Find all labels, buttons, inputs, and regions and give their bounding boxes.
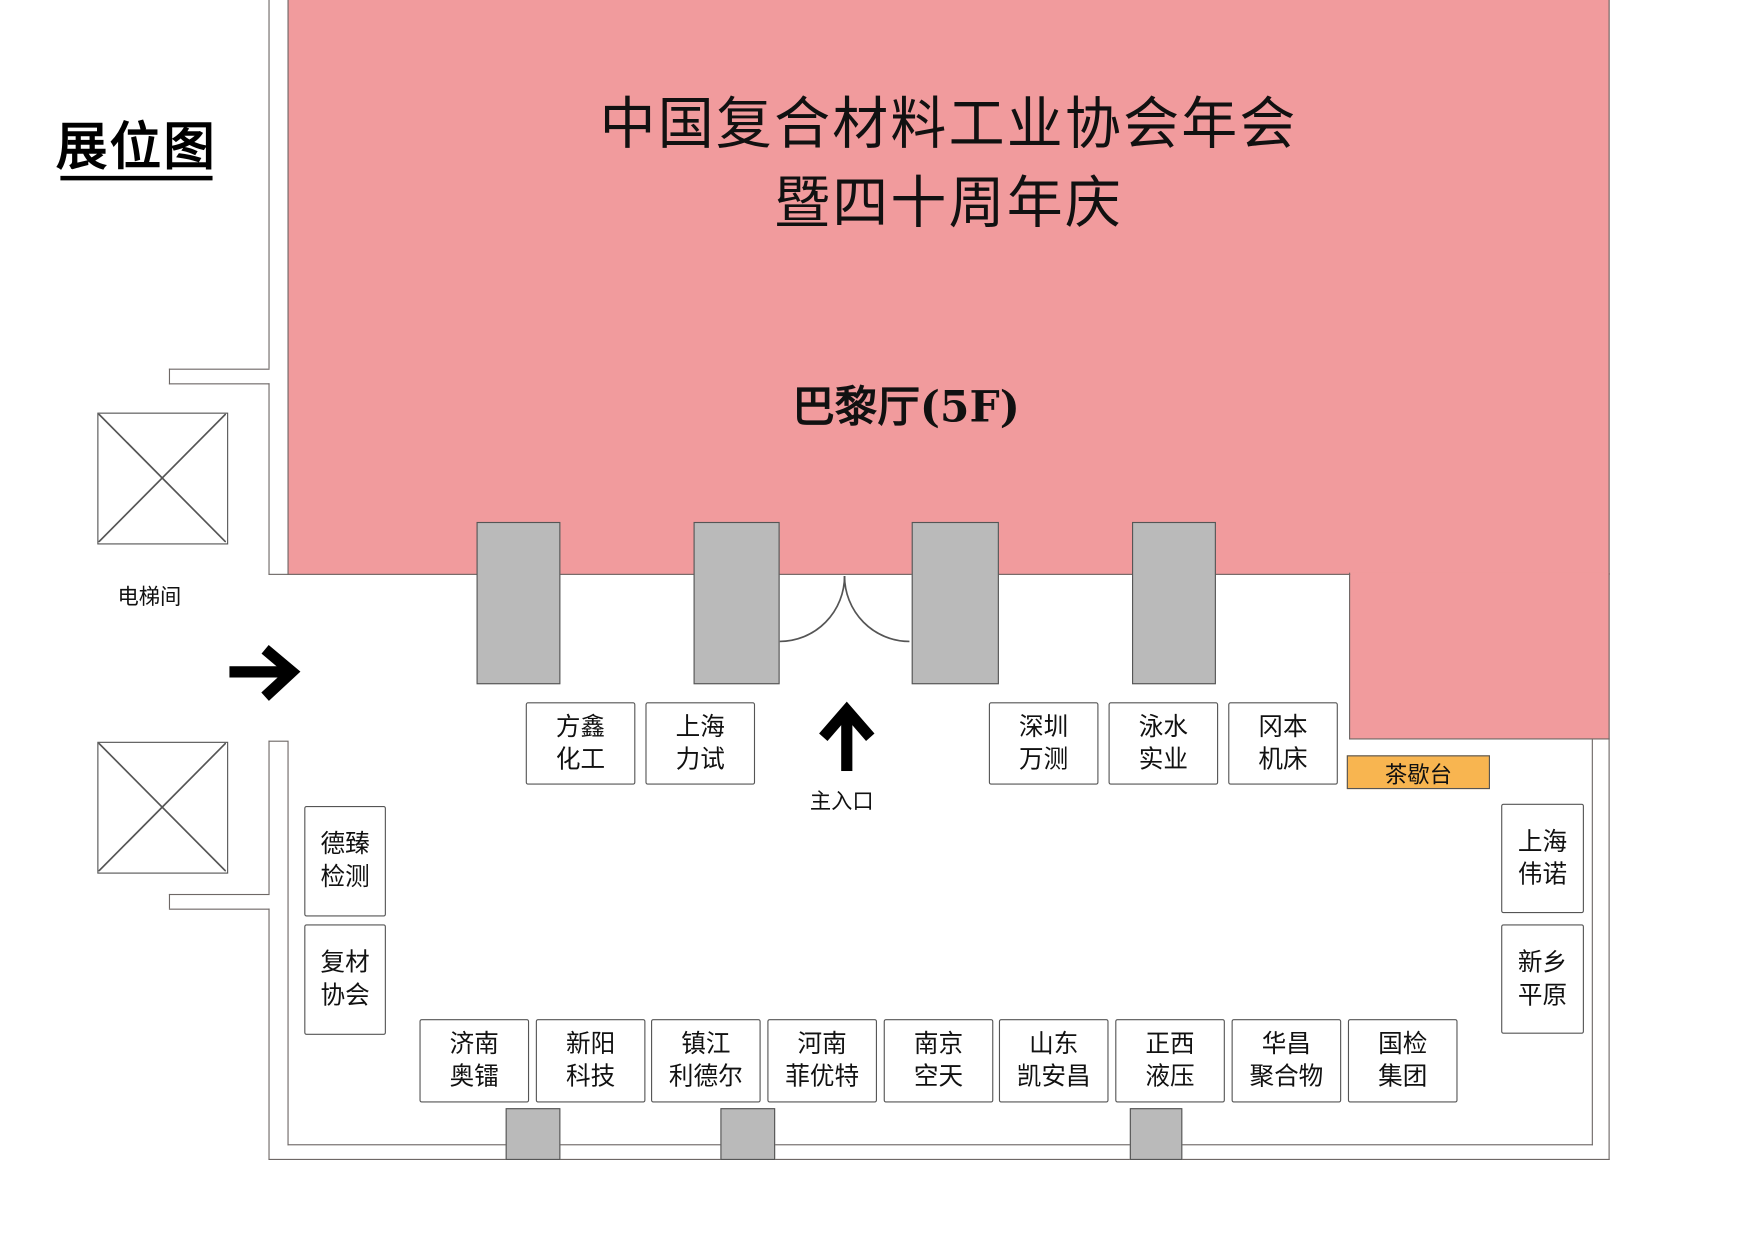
inner-bottom-wall bbox=[287, 1144, 1593, 1146]
booth-yongshui[interactable]: 泳水实业 bbox=[1108, 702, 1219, 785]
booth-xinyang-keji[interactable]: 新阳科技 bbox=[535, 1019, 646, 1103]
pillar bbox=[1132, 521, 1216, 685]
booth-dezhen[interactable]: 德臻检测 bbox=[304, 806, 386, 917]
pillar bbox=[720, 1108, 776, 1160]
booth-shanghai-lishi[interactable]: 上海力试 bbox=[645, 702, 756, 785]
arrow-right-icon bbox=[229, 644, 303, 701]
elevator-label: 电梯间 bbox=[117, 585, 182, 610]
elevator-1-icon bbox=[97, 412, 229, 545]
booth-henan-feiyoute[interactable]: 河南菲优特 bbox=[767, 1019, 877, 1103]
left-notch-top bbox=[168, 368, 270, 370]
legend-underline bbox=[60, 175, 213, 181]
left-notch-bottom bbox=[168, 383, 270, 385]
inner-left-wall bbox=[287, 740, 289, 1146]
booth-jinan-aolei[interactable]: 济南奥镭 bbox=[419, 1019, 530, 1103]
hall-main bbox=[287, 0, 1610, 575]
hall-bottom-wall bbox=[268, 573, 1351, 575]
left-notch2-side bbox=[168, 893, 171, 909]
booth-huachang[interactable]: 华昌聚合物 bbox=[1231, 1019, 1342, 1103]
pillar bbox=[693, 521, 780, 685]
tea-break-station[interactable]: 茶歇台 bbox=[1346, 755, 1490, 790]
pillar bbox=[476, 521, 561, 685]
event-title-line2: 暨四十周年庆 bbox=[774, 170, 1124, 236]
outer-right-wall bbox=[1608, 739, 1610, 1160]
booth-gangben[interactable]: 冈本机床 bbox=[1228, 702, 1338, 785]
booth-fucai-xiehui[interactable]: 复材协会 bbox=[304, 924, 386, 1035]
pillar bbox=[1129, 1108, 1183, 1160]
hall-extension bbox=[1349, 572, 1610, 740]
inner-right-wall bbox=[1591, 739, 1593, 1146]
booth-shandong-kaianchang[interactable]: 山东凯安昌 bbox=[998, 1019, 1109, 1103]
left-notch2-a bbox=[168, 893, 270, 896]
outer-left-wall-bottom bbox=[268, 908, 270, 1160]
left-notch2-top bbox=[268, 740, 288, 742]
booth-shanghai-weinuo[interactable]: 上海伟诺 bbox=[1501, 803, 1584, 914]
pillar bbox=[505, 1108, 561, 1160]
left-notch2-b bbox=[168, 908, 270, 910]
booth-shenzhen-wance[interactable]: 深圳万测 bbox=[988, 702, 1099, 785]
legend-title: 展位图 bbox=[55, 116, 218, 177]
left-notch-side bbox=[168, 368, 171, 385]
elevator-2-icon bbox=[97, 741, 229, 874]
booth-zhenjiang-lideer[interactable]: 镇江利德尔 bbox=[651, 1019, 761, 1103]
entrance-door-icon bbox=[779, 574, 912, 644]
left-wall-mid bbox=[268, 383, 270, 575]
booth-guojian[interactable]: 国检集团 bbox=[1347, 1019, 1458, 1103]
pillar bbox=[911, 521, 999, 685]
booth-zhengxi-yeya[interactable]: 正西液压 bbox=[1115, 1019, 1225, 1103]
booth-nanjing-kongtian[interactable]: 南京空天 bbox=[883, 1019, 994, 1103]
left-wall-upper bbox=[268, 0, 270, 369]
left-wall-lower bbox=[268, 740, 270, 894]
outer-bottom-wall bbox=[268, 1158, 1610, 1160]
main-entrance-label: 主入口 bbox=[809, 789, 874, 814]
booth-xinxiang-pingyuan[interactable]: 新乡平原 bbox=[1501, 924, 1584, 1034]
room-name: 巴黎厅(5F) bbox=[792, 381, 1020, 432]
event-title-line1: 中国复合材料工业协会年会 bbox=[599, 91, 1298, 157]
arrow-up-icon bbox=[819, 699, 875, 772]
booth-fangxin[interactable]: 方鑫化工 bbox=[525, 702, 636, 785]
